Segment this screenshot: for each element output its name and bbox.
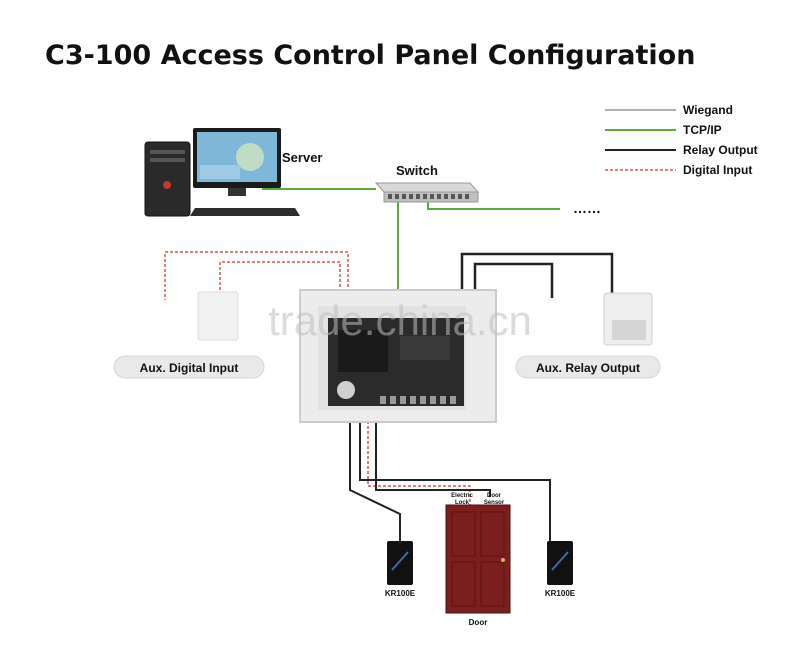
door-sensor-label-line1: Door: [487, 493, 502, 499]
aux-digital-input-label: Aux. Digital Input: [140, 361, 239, 375]
legend-wiegand-label: Wiegand: [683, 103, 733, 117]
legend-tcpip-label: TCP/IP: [683, 123, 722, 137]
aux-relay-output-label: Aux. Relay Output: [536, 361, 640, 375]
reader-left-label: KR100E: [385, 589, 416, 598]
aux-digital-input-device: Aux. Digital Input: [113, 291, 265, 379]
network-switch: Switch: [374, 163, 480, 203]
legend-digital-label: Digital Input: [683, 163, 752, 177]
watermark: trade.china.cn: [268, 297, 532, 344]
wiegand-wires: [349, 421, 551, 541]
server-label: Server: [282, 150, 322, 165]
switch-label: Switch: [396, 163, 438, 178]
aux-relay-output-device: Aux. Relay Output: [515, 292, 661, 379]
diagram-title: C3-100 Access Control Panel Configuratio…: [45, 40, 696, 71]
door-label: Door: [469, 618, 488, 627]
electric-lock-label-line2: Lock: [455, 500, 470, 506]
door-sensor-label-line2: Sensor: [484, 500, 505, 506]
control-panel: [299, 289, 497, 423]
relay-output-wires: [460, 252, 614, 298]
door: Electric Lock Door Sensor Door: [445, 493, 511, 627]
legend: Wiegand TCP/IP Relay Output Digital Inpu…: [605, 103, 758, 177]
card-reader-right: KR100E: [545, 541, 576, 598]
card-reader-left: KR100E: [385, 541, 416, 598]
reader-right-label: KR100E: [545, 589, 576, 598]
electric-lock-label-line1: Electric: [451, 493, 473, 499]
digital-input-wires: [164, 251, 349, 300]
legend-relay-label: Relay Output: [683, 143, 758, 157]
tcpip-wires: [262, 188, 560, 290]
server-computer: Server: [144, 128, 322, 217]
network-continuation-dots: ……: [573, 200, 601, 216]
